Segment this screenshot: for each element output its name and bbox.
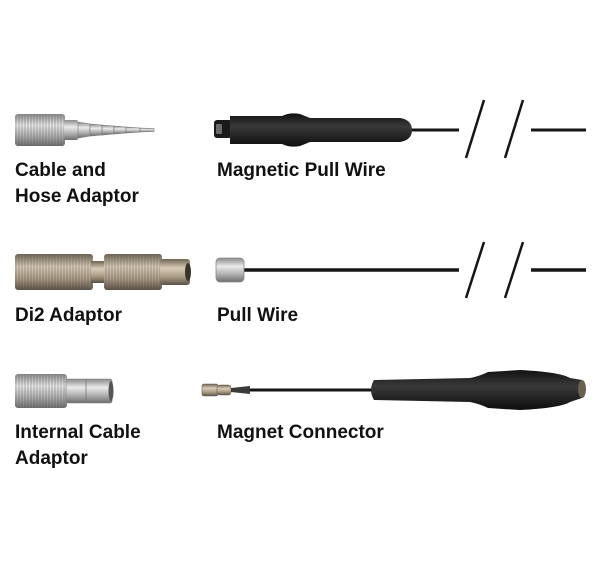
internal-cable-adaptor-image bbox=[15, 374, 114, 408]
magnet-connector-label: Magnet Connector bbox=[217, 420, 384, 446]
pull-wire-label-line-1: Pull Wire bbox=[217, 305, 299, 326]
internal-cable-adaptor-label-line-2: Adaptor bbox=[15, 448, 88, 469]
pull-wire-label: Pull Wire bbox=[217, 303, 298, 329]
di2-adaptor-label: Di2 Adaptor bbox=[15, 303, 122, 329]
cable-hose-adaptor-label: Cable and Hose Adaptor bbox=[15, 158, 139, 210]
cable-hose-adaptor-label-line-1: Cable and bbox=[15, 160, 106, 181]
magnetic-pull-wire-image bbox=[214, 99, 586, 159]
cable-hose-adaptor-label-line-2: Hose Adaptor bbox=[15, 186, 139, 207]
magnetic-pull-wire-label: Magnetic Pull Wire bbox=[217, 158, 386, 184]
cable-hose-adaptor-image bbox=[15, 114, 155, 146]
di2-adaptor-label-line-1: Di2 Adaptor bbox=[15, 305, 122, 326]
magnetic-pull-wire-label-line-1: Magnetic Pull Wire bbox=[217, 160, 386, 181]
internal-cable-adaptor-label: Internal Cable Adaptor bbox=[15, 420, 141, 472]
magnet-connector-label-line-1: Magnet Connector bbox=[217, 422, 384, 443]
internal-cable-adaptor-label-line-1: Internal Cable bbox=[15, 422, 141, 443]
di2-adaptor-image bbox=[15, 254, 191, 290]
magnet-connector-image bbox=[201, 370, 586, 410]
pull-wire-image bbox=[215, 240, 586, 300]
